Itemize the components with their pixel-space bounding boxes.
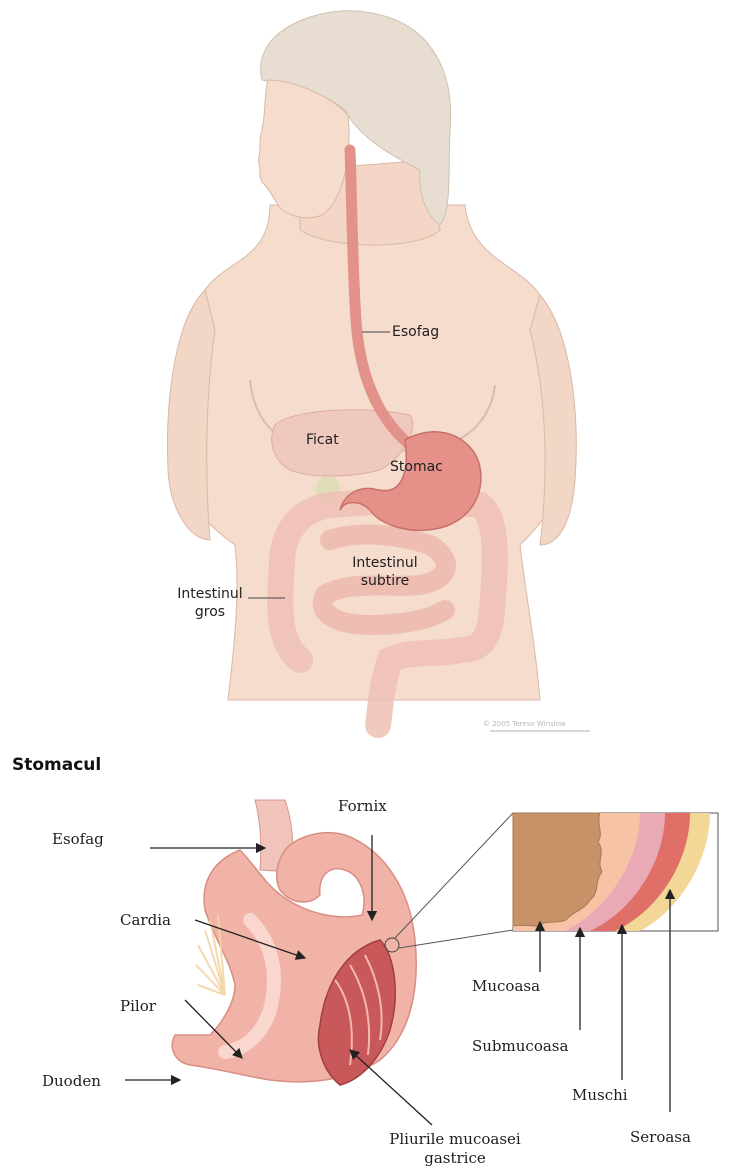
label-intestinul-gros: Intestinul gros (170, 585, 250, 621)
arrow-pliurile (350, 1050, 432, 1125)
label-muschi: Muschi (572, 1086, 628, 1105)
label-intestinul-gros-line1: Intestinul (170, 585, 250, 603)
label-pliurile-mucoasei: Pliurile mucoasei gastrice (370, 1130, 540, 1168)
zoom-line-top (395, 813, 513, 938)
section-title: Stomacul (12, 755, 101, 775)
zoom-line-bottom (399, 930, 513, 948)
label-esofag-detail: Esofag (52, 830, 104, 849)
label-pliurile-line1: Pliurile mucoasei (370, 1130, 540, 1149)
label-duoden: Duoden (42, 1072, 101, 1091)
label-intestinul-subtire: Intestinul subtire (345, 554, 425, 590)
label-ficat: Ficat (306, 431, 339, 449)
label-pilor: Pilor (120, 997, 156, 1016)
copyright-underline (490, 730, 590, 732)
label-intestinul-subtire-line2: subtire (345, 572, 425, 590)
label-esofag: Esofag (392, 323, 439, 341)
label-intestinul-subtire-line1: Intestinul (345, 554, 425, 572)
label-seroasa: Seroasa (630, 1128, 691, 1147)
wall-layers-section (513, 813, 718, 931)
stomach-anatomy-illustration (0, 780, 730, 1171)
copyright-text: © 2005 Terese Winslow (483, 720, 566, 728)
label-pliurile-line2: gastrice (370, 1149, 540, 1168)
label-submucoasa: Submucoasa (472, 1037, 568, 1056)
digestive-system-illustration (0, 0, 730, 740)
label-cardia: Cardia (120, 911, 171, 930)
left-arm (167, 290, 215, 540)
label-intestinul-gros-line2: gros (170, 603, 250, 621)
label-stomac: Stomac (390, 458, 443, 476)
label-fornix: Fornix (338, 797, 387, 816)
label-mucoasa: Mucoasa (472, 977, 540, 996)
